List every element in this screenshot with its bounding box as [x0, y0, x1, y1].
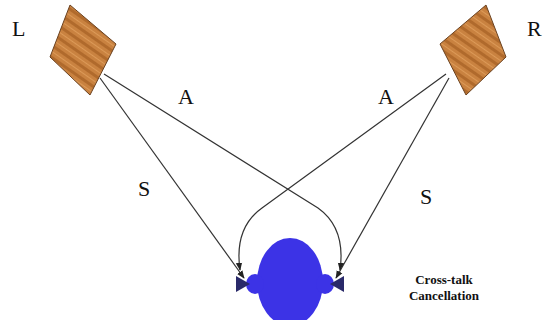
caption-note: Cross-talk Cancellation	[396, 272, 492, 303]
path-label: S	[136, 176, 152, 202]
speaker-body	[440, 5, 506, 95]
speaker-cabinet	[10, 2, 122, 100]
crosstalk-path-right	[239, 74, 446, 270]
speaker-label: L	[12, 16, 25, 42]
speaker: L	[10, 2, 122, 100]
path-label: S	[418, 184, 434, 210]
path-label: A	[176, 84, 196, 110]
speaker-label: R	[527, 16, 542, 42]
path-label: A	[376, 84, 396, 110]
direct-path-right	[336, 78, 449, 278]
speaker: R	[428, 2, 547, 100]
listener-head	[257, 238, 323, 320]
speaker-body	[50, 5, 116, 95]
ear-arrow	[330, 276, 344, 292]
ear-arrow	[236, 276, 250, 292]
crosstalk-path-left	[104, 74, 341, 270]
direct-path-left	[100, 78, 244, 278]
